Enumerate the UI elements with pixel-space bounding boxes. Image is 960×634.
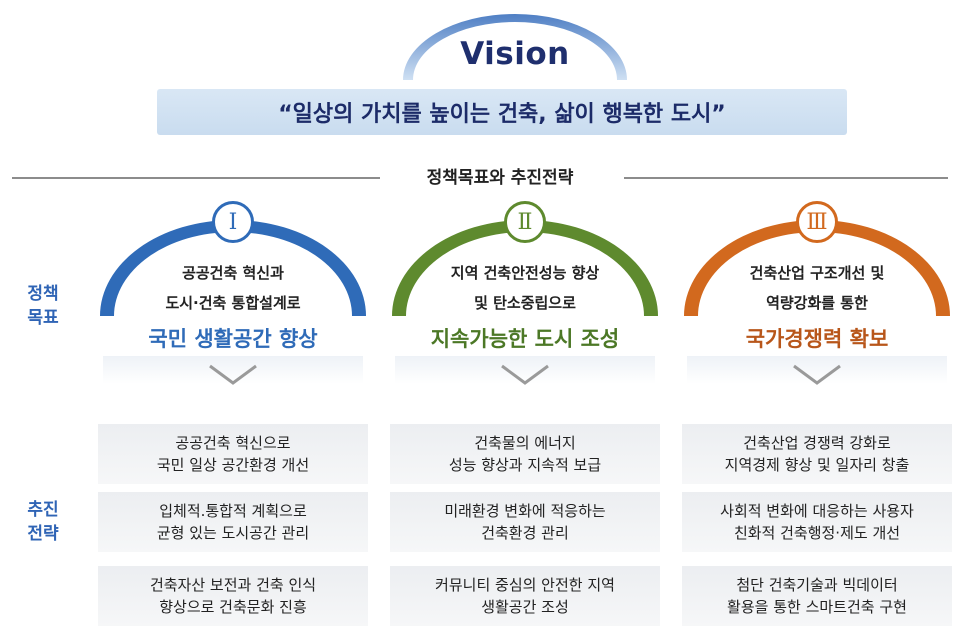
side-label-strategies-text: 추진 전략 [27, 500, 59, 544]
vision-arch [403, 14, 627, 80]
side-label-goals-text: 정책 목표 [27, 284, 59, 328]
strategy-box: 공공건축 혁신으로 국민 일상 공간환경 개선 [98, 424, 368, 484]
strategy-box: 커뮤니티 중심의 안전한 지역 생활공간 조성 [390, 566, 660, 626]
goal-text-line-1: 건축산업 구조개선 및 [749, 264, 885, 282]
goal-glow-1 [103, 356, 363, 384]
section-heading: 정책목표와 추진전략 [426, 168, 574, 188]
chevron-down-icon [209, 364, 257, 385]
strategy-box: 첨단 건축기술과 빅데이터 활용을 통한 스마트건축 구현 [682, 566, 952, 626]
chevron-down-icon [501, 364, 549, 385]
goal-main-3: 국가경쟁력 확보 [745, 327, 889, 351]
side-label-strategies: 추진 전략 [12, 498, 74, 546]
strategy-box: 건축물의 에너지 성능 향상과 지속적 보급 [390, 424, 660, 484]
strategy-box: 사회적 변화에 대응하는 사용자 친화적 건축행정·제도 개선 [682, 492, 952, 552]
goal-text-line-2: 도시·건축 통합설계로 [165, 294, 301, 312]
strategy-box: 입체적.통합적 계획으로 균형 있는 도시공간 관리 [98, 492, 368, 552]
goal-main-1: 국민 생활공간 향상 [148, 327, 318, 351]
divider-left [12, 177, 380, 179]
goal-text-line-1: 공공건축 혁신과 [182, 264, 284, 282]
chevron-down-icon [793, 364, 841, 385]
goal-arch-2 [392, 220, 658, 316]
numeral-badge-1: Ⅰ [212, 201, 254, 243]
goal-main-2: 지속가능한 도시 조성 [430, 327, 620, 351]
strategy-box: 건축산업 경쟁력 강화로 지역경제 향상 및 일자리 창출 [682, 424, 952, 484]
goal-text-line-2: 및 탄소중립으로 [474, 294, 576, 312]
numeral-badge-2: Ⅱ [504, 201, 546, 243]
strategy-box: 건축자산 보전과 건축 인식 향상으로 건축문화 진흥 [98, 566, 368, 626]
divider-right [624, 177, 948, 179]
goal-arch-1 [100, 220, 366, 316]
vision-statement: “일상의 가치를 높이는 건축, 삶이 행복한 도시” [157, 89, 847, 135]
goal-arch-3 [684, 220, 950, 316]
side-label-goals: 정책 목표 [12, 282, 74, 330]
strategy-box: 미래환경 변화에 적응하는 건축환경 관리 [390, 492, 660, 552]
goal-glow-3 [687, 356, 947, 384]
goal-text-line-2: 역량강화를 통한 [766, 294, 868, 312]
goal-glow-2 [395, 356, 655, 384]
vision-title: Vision [460, 36, 570, 72]
numeral-badge-3: Ⅲ [796, 201, 838, 243]
goal-text-line-1: 지역 건축안전성능 향상 [450, 264, 600, 282]
